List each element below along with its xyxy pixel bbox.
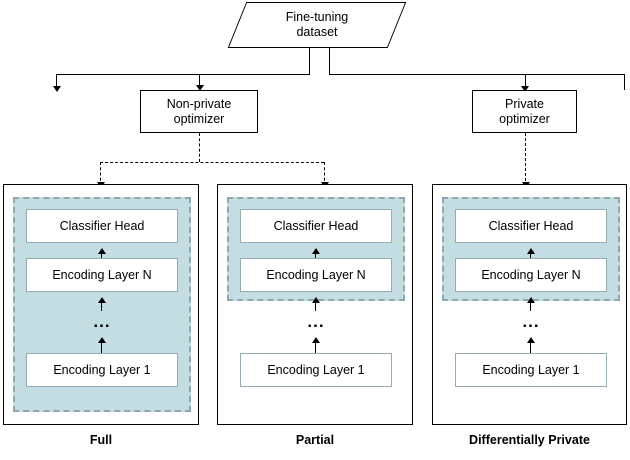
non-private-optimizer-line1: Non-private — [166, 96, 232, 111]
dp-stem-1-to-dots — [530, 342, 532, 354]
panel-partial: Classifier Head Encoding Layer N ... Enc… — [217, 184, 413, 425]
dataset-label-line1: Fine-tuning — [285, 10, 349, 24]
dp-encoding-layer-n-box[interactable]: Encoding Layer N — [455, 258, 607, 292]
full-encoding-layer-1-box[interactable]: Encoding Layer 1 — [26, 353, 178, 387]
partial-encoding-layer-n-label: Encoding Layer N — [266, 268, 366, 282]
dataset-drop-right-inner — [525, 74, 527, 90]
fine-tuning-dataset-label: Fine-tuning dataset — [237, 2, 397, 48]
dataset-drop-right — [624, 74, 626, 90]
partial-stem-n-to-head — [315, 253, 317, 259]
non-private-optimizer-line2: optimizer — [173, 111, 225, 126]
partial-ellipsis: ... — [240, 313, 392, 331]
dp-ellipsis: ... — [455, 313, 607, 331]
full-ellipsis: ... — [26, 313, 178, 331]
dp-stem-n-to-head — [530, 253, 532, 259]
dataset-branch-left-2 — [199, 74, 310, 76]
partial-ellipsis-label: ... — [307, 312, 325, 331]
dataset-branch-left — [56, 74, 310, 76]
full-arrow-n-to-head — [98, 248, 106, 254]
caption-partial: Partial — [295, 433, 335, 447]
dp-encoding-layer-n-label: Encoding Layer N — [481, 268, 581, 282]
full-arrow-dots-to-n — [98, 297, 106, 303]
partial-encoding-layer-1-label: Encoding Layer 1 — [267, 363, 365, 377]
full-encoding-layer-n-label: Encoding Layer N — [52, 268, 152, 282]
full-stem-n-to-head — [101, 253, 103, 259]
partial-encoding-layer-n-box[interactable]: Encoding Layer N — [240, 258, 392, 292]
dp-arrow-1-to-dots — [527, 337, 535, 343]
fine-tuning-dataset-node: Fine-tuning dataset — [227, 2, 407, 48]
panel-full: Classifier Head Encoding Layer N ... Enc… — [3, 184, 199, 425]
dataset-drop-left — [56, 74, 58, 90]
dataset-branch-right — [329, 74, 625, 76]
non-private-dashed-stem — [199, 133, 200, 162]
caption-differentially-private: Differentially Private — [469, 433, 590, 447]
partial-classifier-head-box[interactable]: Classifier Head — [240, 209, 392, 243]
non-private-dashed-split — [100, 162, 324, 163]
dp-encoding-layer-1-box[interactable]: Encoding Layer 1 — [455, 353, 607, 387]
dataset-label-line2: dataset — [296, 25, 338, 39]
dataset-drop-left-inner — [199, 74, 201, 90]
dataset-branch-right-2 — [525, 74, 625, 76]
private-optimizer-line1: Private — [505, 96, 544, 111]
partial-stem-1-to-dots — [315, 342, 317, 354]
full-arrow-1-to-dots — [98, 337, 106, 343]
full-encoding-layer-1-label: Encoding Layer 1 — [53, 363, 151, 377]
arrowhead-non-private-inner — [196, 85, 204, 91]
caption-full: Full — [89, 433, 113, 447]
panel-differentially-private: Classifier Head Encoding Layer N ... Enc… — [432, 184, 627, 425]
dashed-to-partial-panel — [324, 162, 325, 186]
arrowhead-to-non-private-optimizer — [53, 86, 61, 92]
dp-classifier-head-label: Classifier Head — [488, 219, 574, 233]
full-stem-dots-to-n — [101, 302, 103, 311]
dashed-to-dp-panel — [525, 133, 526, 186]
dp-arrow-n-to-head — [527, 248, 535, 254]
full-ellipsis-label: ... — [93, 312, 111, 331]
dataset-stem-left — [309, 48, 311, 75]
partial-classifier-head-label: Classifier Head — [273, 219, 359, 233]
full-classifier-head-label: Classifier Head — [59, 219, 145, 233]
dp-classifier-head-box[interactable]: Classifier Head — [455, 209, 607, 243]
dashed-to-full-panel — [100, 162, 101, 186]
partial-arrow-1-to-dots — [312, 337, 320, 343]
dp-stem-dots-to-n — [530, 302, 532, 311]
private-optimizer-line2: optimizer — [499, 111, 550, 126]
partial-arrow-dots-to-n — [312, 297, 320, 303]
full-classifier-head-box[interactable]: Classifier Head — [26, 209, 178, 243]
dp-ellipsis-label: ... — [522, 312, 540, 331]
partial-encoding-layer-1-box[interactable]: Encoding Layer 1 — [240, 353, 392, 387]
private-optimizer-box[interactable]: Private optimizer — [472, 90, 577, 133]
partial-stem-dots-to-n — [315, 302, 317, 311]
non-private-optimizer-box[interactable]: Non-private optimizer — [140, 90, 258, 133]
full-encoding-layer-n-box[interactable]: Encoding Layer N — [26, 258, 178, 292]
partial-arrow-n-to-head — [312, 248, 320, 254]
full-stem-1-to-dots — [101, 342, 103, 354]
dataset-stem-right — [329, 48, 331, 75]
dp-encoding-layer-1-label: Encoding Layer 1 — [482, 363, 580, 377]
dp-arrow-dots-to-n — [527, 297, 535, 303]
